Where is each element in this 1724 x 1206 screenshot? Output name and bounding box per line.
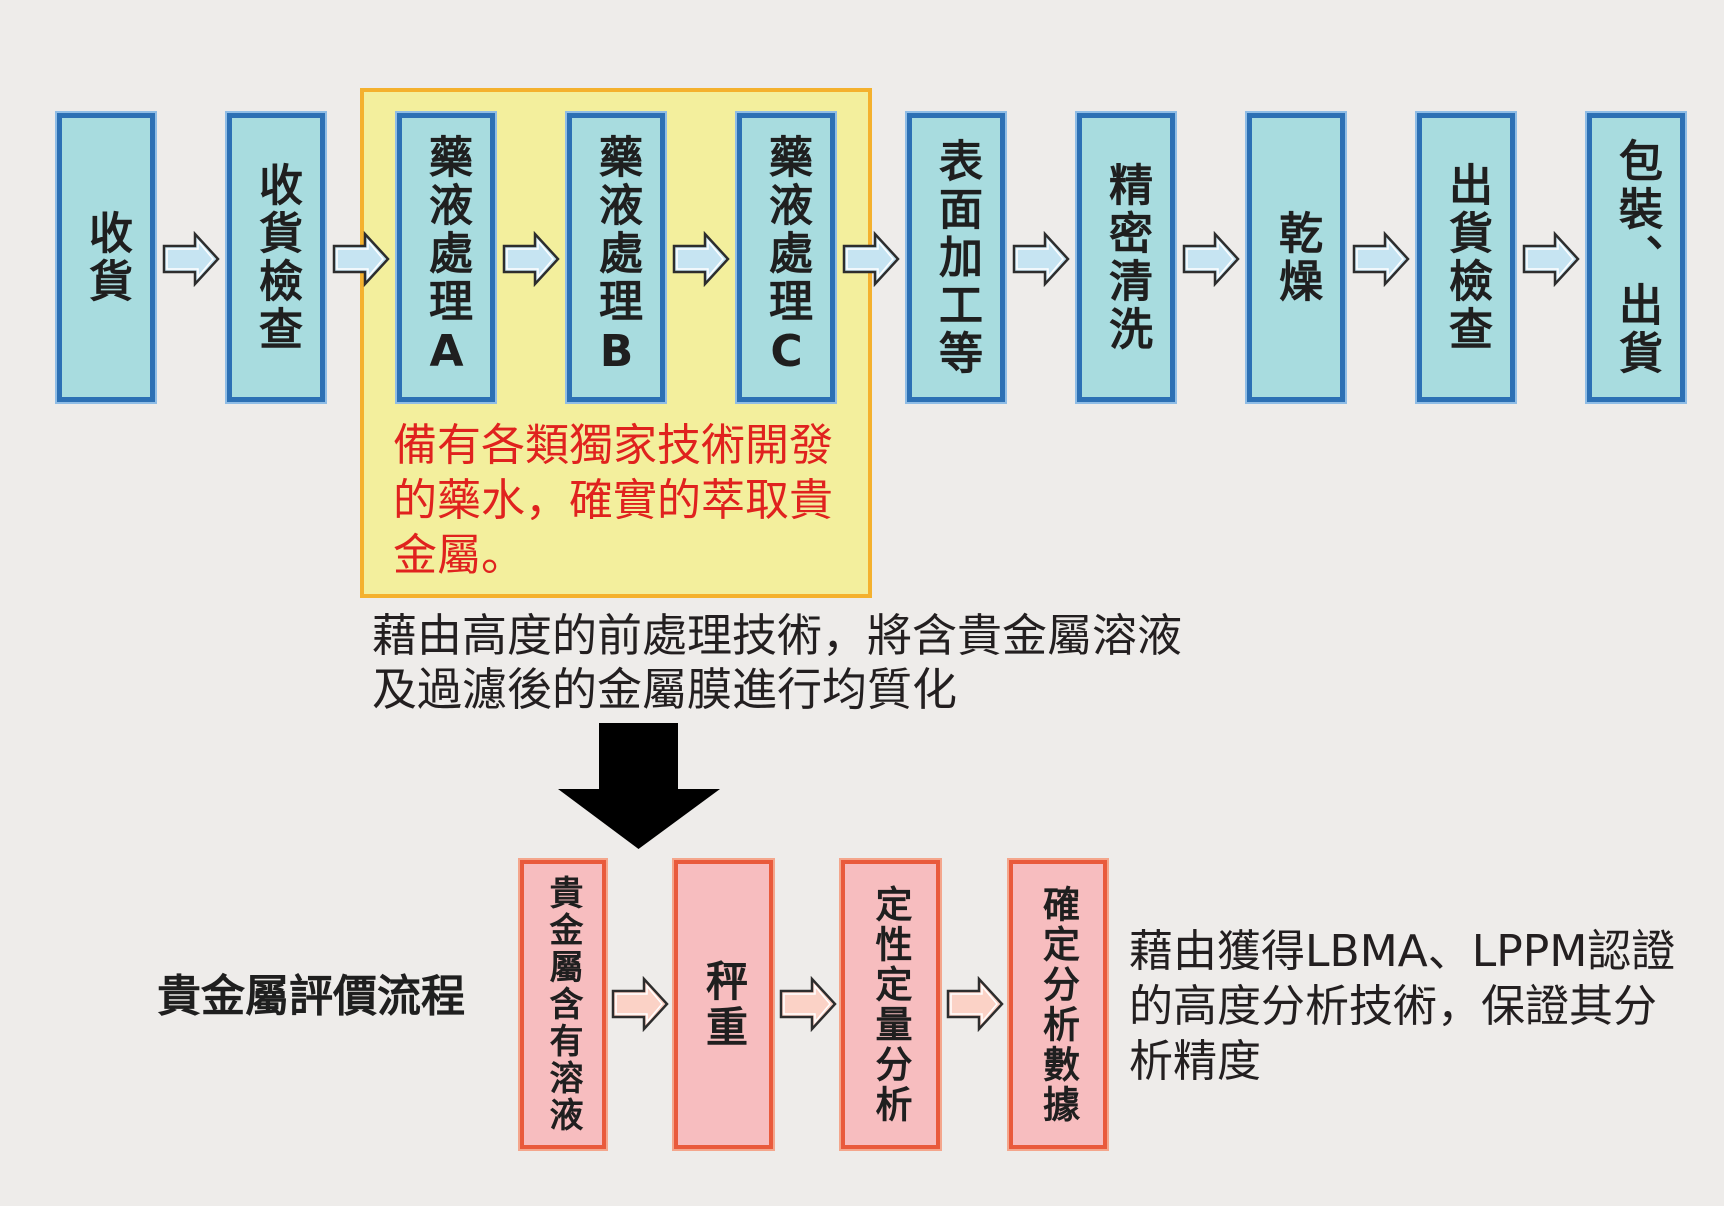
- step-surface-processing: 表面加工等: [907, 113, 1005, 402]
- step-label: 定性定量分析: [869, 884, 912, 1125]
- step-label: 乾燥: [1271, 209, 1322, 306]
- step-receiving: 收貨: [57, 113, 155, 402]
- right-arrow-icon: [611, 976, 669, 1032]
- evaluation-flow-title: 貴金屬評價流程: [157, 971, 465, 1022]
- step-precision-cleaning: 精密清洗: [1077, 113, 1175, 402]
- step-label: 表面加工等: [931, 137, 982, 378]
- step-packaging-shipping: 包裝、出貨: [1587, 113, 1685, 402]
- step-chemical-treatment-b: 藥液處理B: [567, 113, 665, 402]
- right-arrow-icon: [1012, 231, 1070, 287]
- right-arrow-icon: [779, 976, 837, 1032]
- right-arrow-icon: [332, 231, 390, 287]
- step-label: 包裝、出貨: [1611, 137, 1662, 378]
- right-arrow-icon: [502, 231, 560, 287]
- note-line: 藉由獲得LBMA、LPPM認證: [1129, 926, 1676, 977]
- note-line: 備有各類獨家技術開發: [393, 420, 833, 471]
- step-label: 收貨檢查: [251, 161, 302, 354]
- pretreatment-note: 藉由高度的前處理技術，將含貴金屬溶液 及過濾後的金屬膜進行均質化: [372, 609, 1182, 717]
- note-line: 析精度: [1129, 1036, 1261, 1087]
- right-arrow-icon: [1522, 231, 1580, 287]
- evaluation-note: 藉由獲得LBMA、LPPM認證 的高度分析技術，保證其分 析精度: [1129, 924, 1675, 1089]
- step-label: 確定分析數據: [1036, 884, 1080, 1125]
- note-line: 的藥水，確實的萃取貴: [393, 475, 833, 526]
- note-line: 藉由高度的前處理技術，將含貴金屬溶液: [372, 609, 1183, 662]
- right-arrow-icon: [1352, 231, 1410, 287]
- step-chemical-treatment-a: 藥液處理A: [397, 113, 495, 402]
- down-arrow-icon: [558, 723, 720, 849]
- eval-step-confirm-data: 確定分析數據: [1009, 860, 1107, 1149]
- right-arrow-icon: [842, 231, 900, 287]
- step-receiving-inspection: 收貨檢查: [227, 113, 325, 402]
- eval-step-weighing: 秤重: [674, 860, 773, 1149]
- step-drying: 乾燥: [1247, 113, 1345, 402]
- note-line: 金屬。: [393, 530, 525, 581]
- right-arrow-icon: [946, 976, 1004, 1032]
- step-chemical-treatment-c: 藥液處理C: [737, 113, 835, 402]
- eval-step-analysis: 定性定量分析: [841, 860, 940, 1149]
- step-label: 收貨: [81, 209, 132, 306]
- chemical-treatment-note: 備有各類獨家技術開發 的藥水，確實的萃取貴 金屬。: [393, 418, 833, 583]
- note-line: 及過濾後的金屬膜進行均質化: [372, 663, 958, 716]
- note-line: 的高度分析技術，保證其分: [1129, 981, 1657, 1032]
- step-label: 貴金屬含有溶液: [543, 875, 583, 1134]
- step-label: 藥液處理C: [761, 134, 812, 381]
- step-label: 藥液處理B: [591, 134, 642, 381]
- step-shipping-inspection: 出貨檢查: [1417, 113, 1515, 402]
- right-arrow-icon: [672, 231, 730, 287]
- step-label: 出貨檢查: [1441, 161, 1492, 354]
- step-label: 藥液處理A: [421, 134, 472, 381]
- right-arrow-icon: [1182, 231, 1240, 287]
- step-label: 精密清洗: [1101, 161, 1152, 354]
- eval-step-solution: 貴金屬含有溶液: [520, 860, 606, 1149]
- right-arrow-icon: [162, 231, 220, 287]
- step-label: 秤重: [699, 958, 749, 1051]
